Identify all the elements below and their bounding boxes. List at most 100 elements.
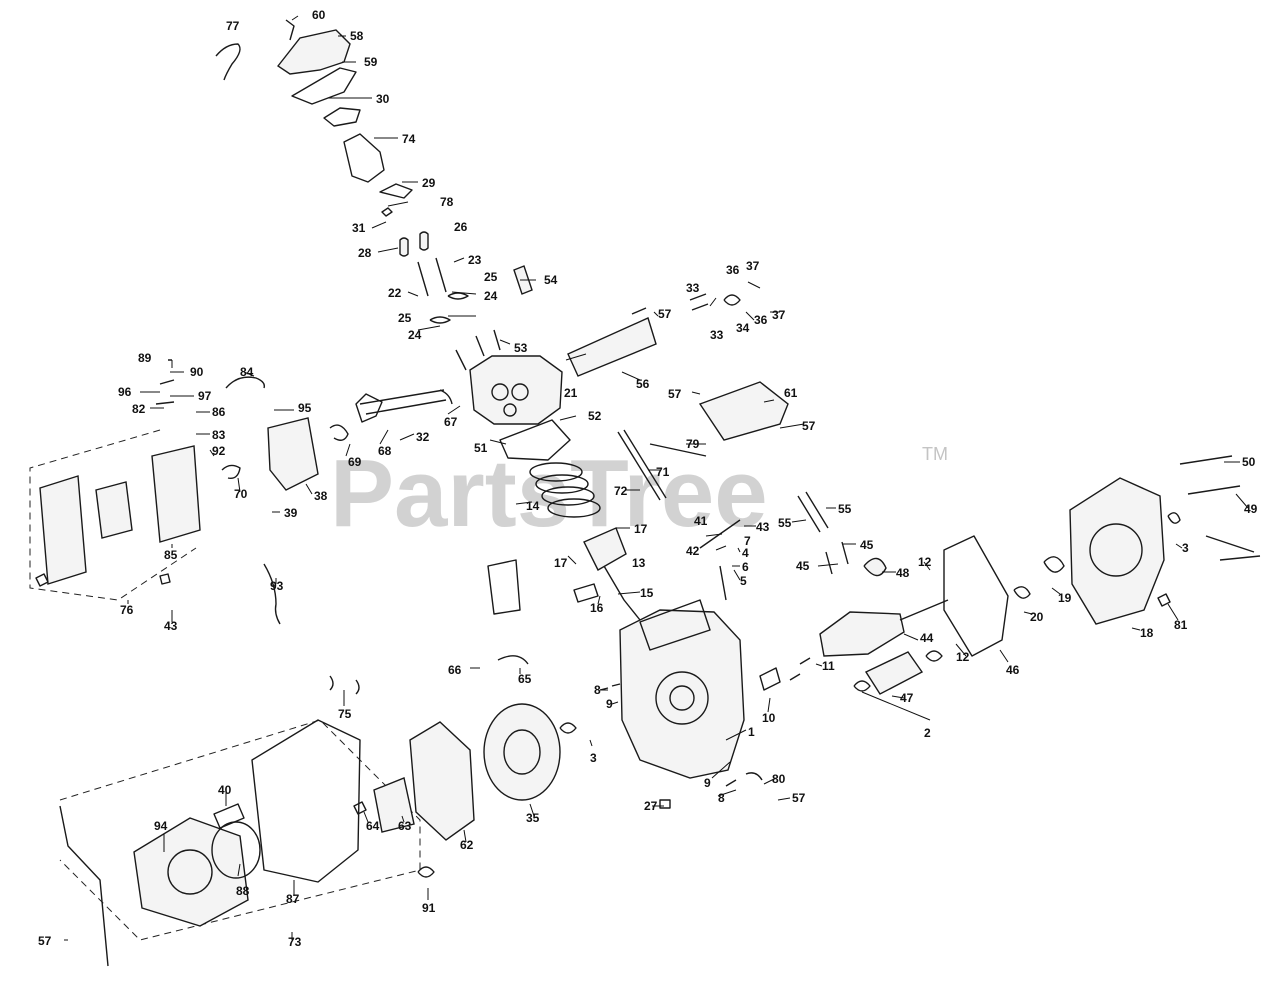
callout-label: 97	[198, 389, 212, 403]
rocker-cover-gasket	[291, 67, 357, 105]
callout-label: 26	[454, 220, 468, 234]
callout-label: 57	[38, 934, 52, 948]
callout-label: 69	[348, 455, 362, 469]
callout-label: 29	[422, 176, 436, 190]
callout-label: 25	[398, 311, 412, 325]
callout-label: 59	[364, 55, 378, 69]
callout-label: 9	[704, 776, 711, 790]
filter-nut	[159, 573, 171, 585]
valve-adjusters	[343, 133, 385, 183]
valve-keeper	[381, 207, 393, 217]
callout-label: 93	[270, 579, 284, 593]
callout-label: 90	[190, 365, 204, 379]
callout-label: 79	[686, 437, 700, 451]
callout-label: 70	[234, 487, 248, 501]
recoil-starter	[133, 817, 249, 927]
callout-label: 71	[656, 465, 670, 479]
callout-label: 5	[740, 574, 747, 588]
callout-label: 10	[762, 711, 776, 725]
callout-label: 42	[686, 544, 700, 558]
callout-label: 95	[298, 401, 312, 415]
callout-label: 24	[484, 289, 498, 303]
fuel-line-clamps	[329, 675, 360, 695]
rocker-cover-group	[215, 19, 533, 324]
callout-label: 34	[736, 321, 750, 335]
callout-label: 88	[236, 884, 250, 898]
connecting-rod	[603, 565, 641, 621]
rocker-arms	[323, 107, 361, 127]
callout-label: 56	[636, 377, 650, 391]
callout-label: 32	[416, 430, 430, 444]
crankshaft-group	[759, 491, 949, 695]
callout-label: 12	[956, 650, 970, 664]
cover-oil-seal	[1167, 512, 1181, 524]
callout-label: 3	[590, 751, 597, 765]
tappets	[825, 541, 849, 575]
callout-label: 41	[694, 514, 708, 528]
starter-cup-nut	[353, 801, 367, 815]
callout-label: 51	[474, 441, 488, 455]
exhaust-studs	[689, 293, 709, 311]
callout-label: 65	[518, 672, 532, 686]
muffler-shield-group	[567, 293, 789, 441]
carb-gasket	[221, 464, 241, 479]
callout-label: 49	[1244, 502, 1258, 516]
crankshaft	[819, 611, 905, 657]
callout-label: 67	[444, 415, 458, 429]
callout-label: 33	[710, 328, 724, 342]
crankcase-plug	[659, 799, 671, 809]
callout-label: 24	[408, 328, 422, 342]
callout-label: 8	[594, 683, 601, 697]
cylinder-head	[469, 355, 563, 425]
fuel-line	[225, 376, 266, 389]
callout-label: 37	[772, 308, 786, 322]
callout-label: 46	[1006, 663, 1020, 677]
cylinder-fins	[639, 599, 711, 651]
callout-label: 22	[388, 286, 402, 300]
callout-label: 48	[896, 566, 910, 580]
callout-label: 28	[358, 246, 372, 260]
valve-seal-bottom	[429, 316, 451, 324]
callout-label: 76	[120, 603, 134, 617]
intake-studs	[359, 389, 447, 415]
piston-group	[529, 429, 707, 621]
callout-label: 35	[526, 811, 540, 825]
callout-label: 38	[314, 489, 328, 503]
callout-label: 45	[796, 559, 810, 573]
callout-label: 85	[164, 548, 178, 562]
valve-spring-left	[399, 237, 409, 257]
callout-label: 30	[376, 92, 390, 106]
cam-follower	[853, 680, 871, 692]
callout-label: 17	[634, 522, 648, 536]
callout-label: 17	[554, 556, 568, 570]
starter-group	[59, 559, 561, 967]
valve-seal-top	[447, 292, 469, 300]
callout-label: 47	[900, 691, 914, 705]
head-gasket	[499, 419, 571, 461]
callout-label: 31	[352, 221, 366, 235]
leader-lines	[64, 15, 1249, 941]
insulator	[329, 424, 349, 441]
callout-label: 16	[590, 601, 604, 615]
callout-labels: 60 58 59 77 30 74 29 78 31 26 28 23 25 5…	[38, 8, 1258, 949]
air-filter-cover	[39, 475, 87, 585]
callout-label: 87	[286, 892, 300, 906]
callout-label: 43	[756, 520, 770, 534]
assembly-frames	[29, 429, 421, 941]
callout-label: 75	[338, 707, 352, 721]
intake-gasket	[439, 389, 453, 405]
switch-bracket	[497, 655, 529, 665]
callout-label: 52	[588, 409, 602, 423]
valve-spring-right	[419, 231, 429, 251]
flywheel-nut	[417, 866, 435, 878]
callout-label: 33	[686, 281, 700, 295]
starter-cup	[373, 777, 415, 833]
callout-label: 6	[742, 560, 749, 574]
flywheel-magneto	[483, 703, 561, 801]
watermark-text: PartsTree	[330, 440, 768, 547]
callout-label: 74	[402, 132, 416, 146]
callout-label: 4	[742, 546, 749, 560]
push-rod-guide	[379, 183, 413, 199]
callout-label: 92	[212, 444, 226, 458]
